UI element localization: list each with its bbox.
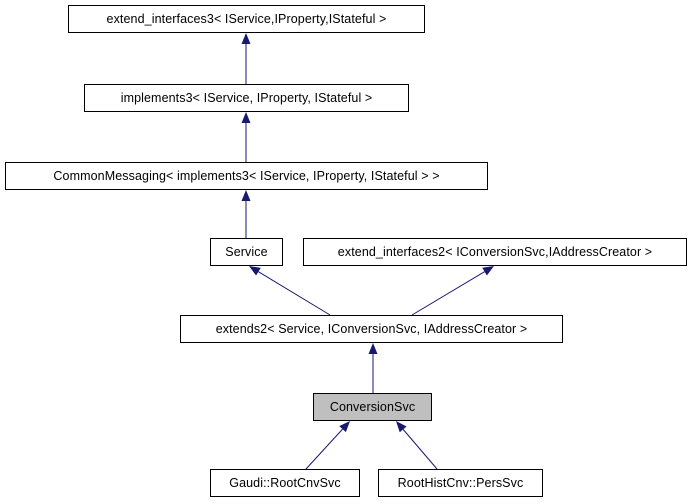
inheritance-arrowhead bbox=[368, 343, 378, 354]
class-node-conversionsvc[interactable]: ConversionSvc bbox=[313, 393, 432, 421]
inheritance-arrowhead bbox=[241, 33, 251, 44]
class-node-service[interactable]: Service bbox=[210, 238, 283, 266]
class-node-extends2[interactable]: extends2< Service, IConversionSvc, IAddr… bbox=[180, 315, 563, 343]
inheritance-arrowhead bbox=[482, 266, 494, 276]
inheritance-arrowhead bbox=[241, 112, 251, 123]
inheritance-arrowhead bbox=[396, 421, 407, 433]
class-node-commonmessaging[interactable]: CommonMessaging< implements3< IService, … bbox=[5, 162, 488, 190]
inheritance-edge bbox=[411, 271, 485, 316]
inheritance-arrowhead bbox=[249, 266, 261, 276]
class-node-extend-interfaces3[interactable]: extend_interfaces3< IService,IProperty,I… bbox=[68, 5, 425, 33]
class-node-implements3[interactable]: implements3< IService, IProperty, IState… bbox=[84, 84, 409, 112]
inheritance-edge bbox=[258, 271, 331, 316]
inheritance-edge bbox=[402, 429, 438, 470]
inheritance-arrowhead bbox=[241, 190, 251, 201]
inheritance-edge bbox=[305, 428, 343, 470]
inheritance-arrowhead bbox=[339, 421, 350, 433]
class-node-extend-interfaces2[interactable]: extend_interfaces2< IConversionSvc,IAddr… bbox=[303, 238, 687, 266]
class-node-roothistcnv-perssvc[interactable]: RootHistCnv::PersSvc bbox=[378, 469, 543, 497]
class-node-gaudi-rootcnvsvc[interactable]: Gaudi::RootCnvSvc bbox=[210, 469, 360, 497]
